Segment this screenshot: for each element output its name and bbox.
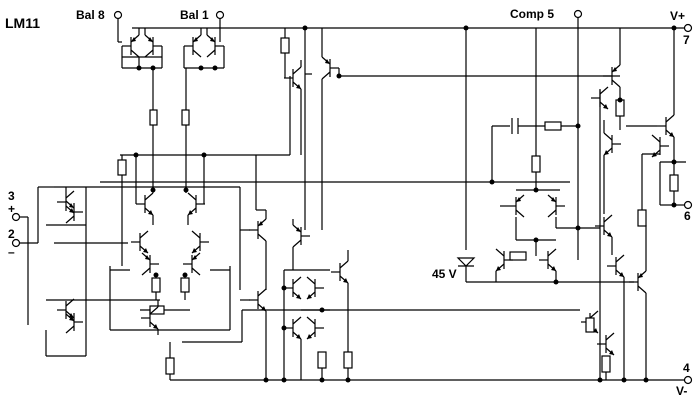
- pin-out-terminal[interactable]: [683, 200, 693, 210]
- input-protection: [45, 187, 160, 357]
- bal-resistor-left: [149, 109, 158, 126]
- pin-in-minus-sign: –: [8, 245, 15, 259]
- balance-transistor-pair-left: [117, 17, 163, 110]
- pin-comp5-label: Comp 5: [510, 7, 555, 21]
- pin-bal8-label: Bal 8: [76, 8, 105, 22]
- pin-in-plus-number: 3: [8, 189, 15, 203]
- pin-vplus-number: 7: [683, 33, 690, 47]
- zener-diode: [456, 257, 476, 267]
- pin-vminus-number: 4: [683, 361, 690, 375]
- pin-bal8-terminal[interactable]: [113, 10, 123, 20]
- pin-bal1-terminal[interactable]: [215, 10, 225, 20]
- chip-title: LM11: [5, 15, 41, 31]
- bal-resistor-right: [181, 109, 190, 126]
- pin-vminus-terminal[interactable]: [683, 375, 693, 385]
- balance-transistor-pair-right: [183, 17, 225, 110]
- pin-in-plus-terminal[interactable]: [11, 212, 21, 222]
- pin-vminus-name: V-: [676, 384, 688, 398]
- input-stage: [109, 155, 231, 335]
- pin-comp5-terminal[interactable]: [573, 9, 583, 19]
- pin-vplus-terminal[interactable]: [683, 23, 693, 33]
- pin-vplus-name: V+: [670, 9, 686, 23]
- pin-in-minus-terminal[interactable]: [11, 238, 21, 248]
- pin-out-number: 6: [684, 209, 691, 223]
- pin-in-plus-sign: +: [8, 202, 16, 216]
- pin-in-minus-number: 2: [8, 227, 15, 241]
- pin-bal1-label: Bal 1: [180, 8, 209, 22]
- zener-voltage-label: 45 V: [432, 267, 457, 281]
